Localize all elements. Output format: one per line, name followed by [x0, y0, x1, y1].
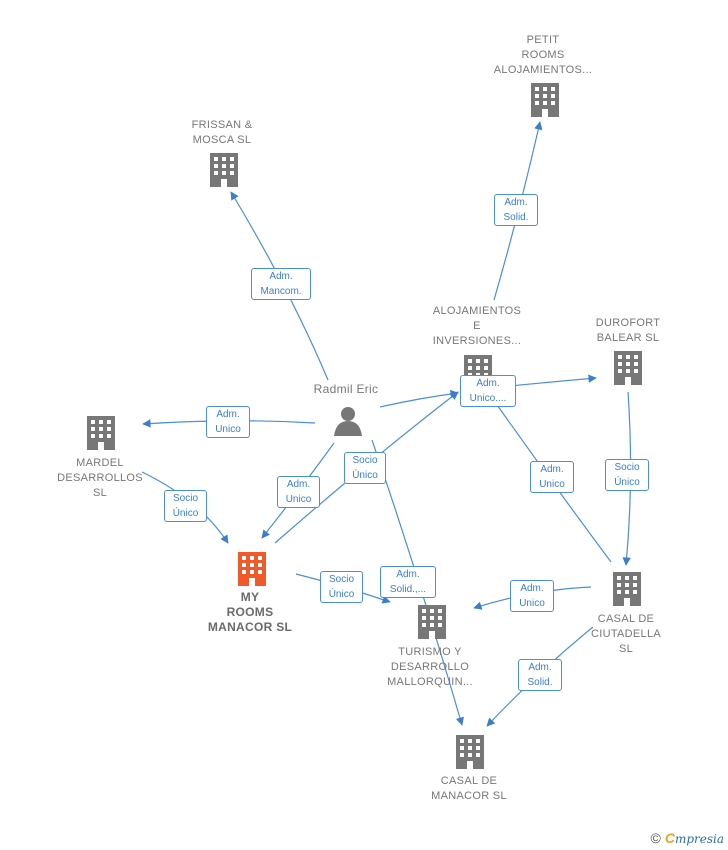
person-icon[interactable] — [334, 407, 362, 436]
company-label-mardel[interactable]: MARDEL DESARROLLOS SL — [57, 457, 143, 499]
company-label-alojamientos[interactable]: ALOJAMIENTOS E INVERSIONES... — [432, 305, 522, 347]
edge-label-adm-unico: Adm. Unico — [530, 461, 574, 493]
edge-label-adm-mancom: Adm. Mancom. — [251, 268, 311, 300]
building-icon[interactable] — [210, 153, 238, 187]
building-icon[interactable] — [87, 416, 115, 450]
company-label-casal-ciutadella[interactable]: CASAL DE CIUTADELLA SL — [590, 613, 662, 655]
building-icon-main[interactable] — [238, 552, 266, 586]
edge-label-adm-solid: Adm. Solid. — [494, 194, 538, 226]
edge-label-adm-unico: Adm. Unico — [510, 580, 554, 612]
building-icon[interactable] — [456, 735, 484, 769]
edge-label-adm-unico-ellipsis: Adm. Unico.... — [460, 375, 516, 407]
edge-label-socio-unico: Socio Único — [344, 452, 386, 484]
company-label-petit[interactable]: PETIT ROOMS ALOJAMIENTOS... — [493, 34, 593, 76]
company-label-my-rooms[interactable]: MY ROOMS MANACOR SL — [207, 590, 293, 634]
company-label-casal-manacor[interactable]: CASAL DE MANACOR SL — [431, 775, 507, 802]
copyright-icon: © — [650, 830, 661, 846]
edge-label-socio-unico: Socio Único — [605, 459, 649, 491]
building-icon[interactable] — [418, 605, 446, 639]
person-label[interactable]: Radmil Eric — [313, 382, 379, 396]
building-icon[interactable] — [531, 83, 559, 117]
building-icon[interactable] — [613, 572, 641, 606]
edge-label-socio-unico: Socio Único — [320, 571, 363, 603]
company-label-frissan[interactable]: FRISSAN & MOSCA SL — [191, 119, 253, 146]
edge-label-socio-unico: Socio Único — [164, 490, 207, 522]
edge-label-adm-unico: Adm. Unico — [206, 406, 250, 438]
empresia-logo[interactable]: ©Cmpresia — [650, 830, 724, 846]
company-label-durofort[interactable]: DUROFORT BALEAR SL — [595, 317, 661, 344]
company-label-turismo[interactable]: TURISMO Y DESARROLLO MALLORQUIN... — [387, 646, 473, 688]
edge-label-adm-unico: Adm. Unico — [277, 476, 320, 508]
edge-label-adm-solid-ellipsis: Adm. Solid.,... — [380, 566, 436, 598]
building-icon[interactable] — [614, 351, 642, 385]
edge-label-adm-solid: Adm. Solid. — [518, 659, 562, 691]
